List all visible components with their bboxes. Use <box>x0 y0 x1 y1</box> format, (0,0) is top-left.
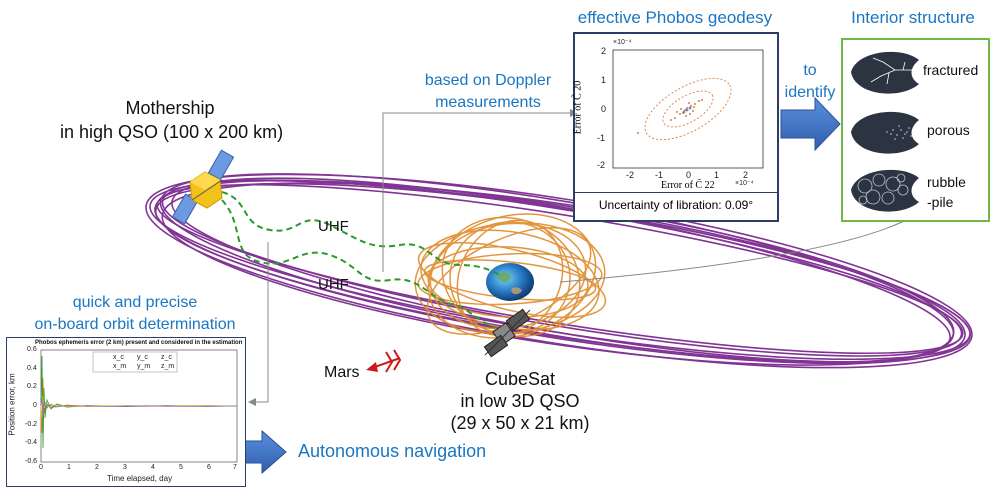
doppler-label-line1: based on Doppler <box>424 72 552 89</box>
ephemeris-ytick-5: -0.4 <box>25 439 38 446</box>
ephemeris-ytick-2: 0.2 <box>27 383 37 390</box>
legend-ym: y_m <box>137 363 151 370</box>
legend-zc: z_c <box>161 354 172 361</box>
orbit-determination-label: quick and precise on-board orbit determi… <box>10 292 260 336</box>
ephemeris-xtick-0: 0 <box>39 464 43 471</box>
ephemeris-ytick-4: -0.2 <box>25 421 38 428</box>
interior-label-porous: porous <box>927 122 970 138</box>
ephemeris-xtick-3: 3 <box>123 464 127 471</box>
ephemeris-ytick-0: 0.6 <box>27 346 37 353</box>
autonomous-navigation-label: Autonomous navigation <box>298 441 487 461</box>
interior-graphics <box>851 51 919 212</box>
ephemeris-ytick-1: 0.4 <box>27 365 37 372</box>
ephemeris-xtick-1: 1 <box>67 464 71 471</box>
ephemeris-xtick-4: 4 <box>151 464 155 471</box>
identify-label-line2: identify <box>784 84 836 101</box>
geodesy-ytick-0: 2 <box>601 46 607 56</box>
mothership-label: Mothership in high QSO (100 x 200 km) <box>60 96 284 144</box>
ephemeris-legend-box <box>92 351 178 373</box>
ephemeris-ylabel: Position error, km <box>7 373 17 436</box>
geodesy-plot <box>612 49 764 169</box>
cubesat-spacecraft <box>483 308 531 358</box>
mothership-label-line1: Mothership <box>125 98 215 118</box>
mothership-spacecraft <box>171 149 235 225</box>
identify-arrow <box>780 96 841 152</box>
cubesat-label-line2: in low 3D QSO <box>460 391 580 411</box>
ephemeris-ytick-3: 0 <box>33 402 37 409</box>
porous-body <box>851 111 919 154</box>
interior-panel: fractured porous rubble -pile <box>841 38 990 222</box>
ephemeris-xtick-5: 5 <box>179 464 183 471</box>
cubesat-label: CubeSat in low 3D QSO (29 x 50 x 21 km) <box>420 368 620 434</box>
interior-label-rubble-line2: -pile <box>927 194 954 210</box>
geodesy-y-exponent: ×10⁻⁴ <box>613 39 632 46</box>
interior-label-rubble: rubble -pile <box>927 172 966 212</box>
geodesy-estimates <box>682 106 692 114</box>
identify-label-line1: to <box>803 62 817 79</box>
interior-label-rubble-line1: rubble <box>927 174 966 190</box>
uhf-label-bottom: UHF <box>318 276 349 293</box>
geodesy-scatter-points <box>637 99 703 134</box>
uhf-label-top: UHF <box>318 218 349 235</box>
geodesy-xlabel: Error of C̃ 22 <box>661 180 715 191</box>
ephemeris-panel: Phobos ephemeris error (2 km) present an… <box>6 337 246 487</box>
ephemeris-series <box>40 355 238 449</box>
ephemeris-plot-title: Phobos ephemeris error (2 km) present an… <box>35 340 243 346</box>
identify-label: to identify <box>780 60 840 104</box>
geodesy-ylabel: Error of C̃ 20 <box>572 80 584 135</box>
geodesy-panel: ×10⁻⁴ ×10⁻⁴ 2 1 0 -1 -2 -2 -1 0 1 2 Erro… <box>572 32 779 222</box>
libration-label: Uncertainty of libration: 0.09° <box>598 198 754 212</box>
geodesy-xtick-2: 0 <box>686 170 692 180</box>
legend-xc: x_c <box>113 354 124 361</box>
doppler-label: based on Doppler measurements <box>388 70 588 114</box>
geodesy-x-exponent: ×10⁻⁴ <box>735 180 754 187</box>
uhf-links <box>221 191 501 329</box>
geodesy-xtick-3: 1 <box>714 170 720 180</box>
geodesy-ytick-3: -1 <box>597 133 606 143</box>
orbit-determination-line2: on-board orbit determination <box>34 316 236 333</box>
geodesy-title: effective Phobos geodesy <box>577 8 773 27</box>
cubesat-label-line1: CubeSat <box>484 369 556 389</box>
legend-xm: x_m <box>113 363 127 370</box>
interior-title: Interior structure <box>851 8 975 27</box>
geodesy-xtick-1: -1 <box>655 170 664 180</box>
rubble-pile-body <box>851 169 919 212</box>
ephemeris-xtick-7: 7 <box>233 464 237 471</box>
interior-label-fractured: fractured <box>923 62 979 78</box>
orbit-determination-line1: quick and precise <box>72 294 198 311</box>
legend-zm: z_m <box>161 363 175 370</box>
geodesy-ytick-2: 0 <box>601 104 607 114</box>
mars-label: Mars <box>324 364 360 381</box>
ephemeris-xtick-6: 6 <box>207 464 211 471</box>
mars-direction-arrow <box>366 349 402 373</box>
fractured-body <box>851 51 919 94</box>
geodesy-ytick-1: 1 <box>601 75 607 85</box>
connector-lines <box>248 109 911 406</box>
mothership-label-line2: in high QSO (100 x 200 km) <box>60 122 284 142</box>
legend-yc: y_c <box>137 354 148 361</box>
geodesy-xtick-4: 2 <box>743 170 749 180</box>
geodesy-xtick-0: -2 <box>626 170 635 180</box>
doppler-label-line2: measurements <box>435 94 541 111</box>
ephemeris-xlabel: Time elapsed, day <box>107 474 173 483</box>
ephemeris-plot <box>40 349 238 463</box>
phobos-body <box>486 263 534 301</box>
geodesy-divider <box>575 192 777 193</box>
ephemeris-xtick-2: 2 <box>95 464 99 471</box>
geodesy-confidence-ellipses <box>644 77 732 141</box>
cubesat-label-line3: (29 x 50 x 21 km) <box>450 413 590 433</box>
mothership-orbit <box>145 173 973 369</box>
ephemeris-ytick-6: -0.6 <box>25 458 38 465</box>
geodesy-ytick-4: -2 <box>597 160 606 170</box>
